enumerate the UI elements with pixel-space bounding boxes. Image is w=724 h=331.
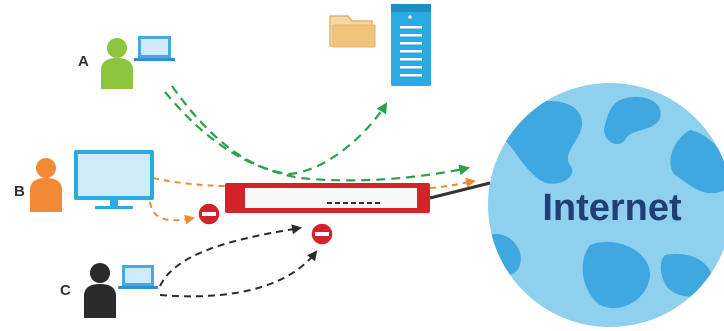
firewall-front-panel bbox=[245, 188, 417, 208]
firewall-device bbox=[225, 181, 491, 213]
laptop-icon bbox=[118, 265, 158, 289]
flow-a-to-internet bbox=[164, 91, 471, 182]
user-icon bbox=[30, 158, 62, 212]
flow-a-to-server bbox=[171, 85, 388, 176]
user-a: A bbox=[78, 36, 175, 89]
monitor-icon bbox=[74, 150, 154, 209]
server-icon bbox=[391, 4, 431, 86]
flow-b-to-internet bbox=[152, 178, 474, 188]
flow-c-blocked-lower bbox=[159, 250, 318, 298]
user-c-label: C bbox=[60, 282, 71, 299]
user-a-label: A bbox=[78, 53, 89, 70]
user-c: C bbox=[60, 263, 158, 318]
firewall-internet-link bbox=[429, 181, 491, 200]
user-b: B bbox=[14, 150, 154, 212]
user-icon bbox=[101, 38, 133, 89]
globe-landmass bbox=[488, 96, 724, 309]
user-b-label: B bbox=[14, 183, 25, 200]
laptop-icon bbox=[134, 36, 175, 61]
firewall-port-leds bbox=[327, 202, 380, 204]
user-icon bbox=[84, 263, 116, 318]
internet-label: Internet bbox=[542, 187, 682, 229]
flow-b-blocked bbox=[149, 201, 195, 225]
block-icon bbox=[310, 222, 334, 246]
flow-c-blocked-upper bbox=[159, 224, 302, 287]
block-icon bbox=[197, 202, 221, 226]
folder-icon bbox=[329, 15, 376, 48]
internet-globe: Internet bbox=[488, 83, 724, 327]
